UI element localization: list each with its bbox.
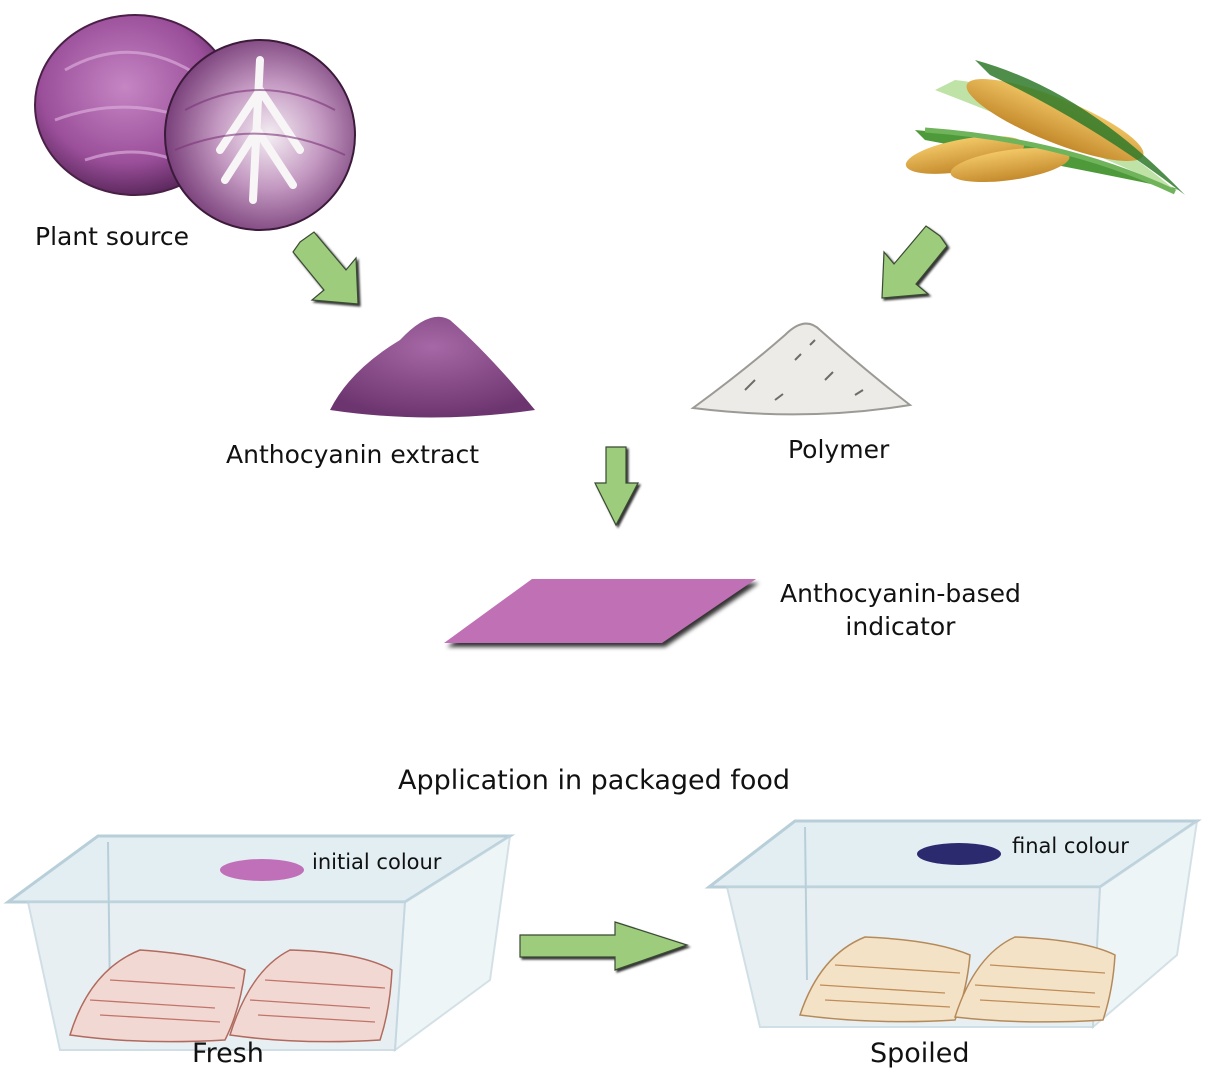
initial-colour-label: initial colour bbox=[312, 850, 442, 874]
initial-colour-indicator-dot bbox=[220, 859, 304, 881]
arrow-down-right-icon bbox=[292, 231, 359, 305]
spoiled-food-tray bbox=[704, 818, 1202, 1030]
fresh-food-tray bbox=[3, 834, 516, 1053]
arrow-right-icon bbox=[519, 921, 689, 971]
indicator-label: Anthocyanin-based indicator bbox=[780, 577, 1021, 643]
red-cabbage-image bbox=[34, 14, 356, 231]
arrow-down-icon bbox=[594, 446, 639, 527]
spoiled-label: Spoiled bbox=[870, 1038, 970, 1069]
fresh-label: Fresh bbox=[192, 1038, 264, 1069]
anthocyanin-indicator-film bbox=[444, 579, 756, 643]
anthocyanin-extract-label: Anthocyanin extract bbox=[226, 440, 480, 469]
polymer-powder-image bbox=[690, 322, 913, 416]
indicator-label-line1: Anthocyanin-based bbox=[780, 579, 1021, 608]
application-title: Application in packaged food bbox=[398, 765, 791, 796]
plant-source-label: Plant source bbox=[35, 222, 189, 251]
polymer-label: Polymer bbox=[788, 435, 890, 464]
final-colour-label: final colour bbox=[1012, 834, 1129, 858]
arrow-down-left-icon bbox=[881, 225, 948, 299]
final-colour-indicator-dot bbox=[917, 843, 1001, 865]
anthocyanin-extract-powder-image bbox=[330, 316, 535, 418]
indicator-label-line2: indicator bbox=[845, 612, 956, 641]
corn-image bbox=[905, 60, 1185, 195]
